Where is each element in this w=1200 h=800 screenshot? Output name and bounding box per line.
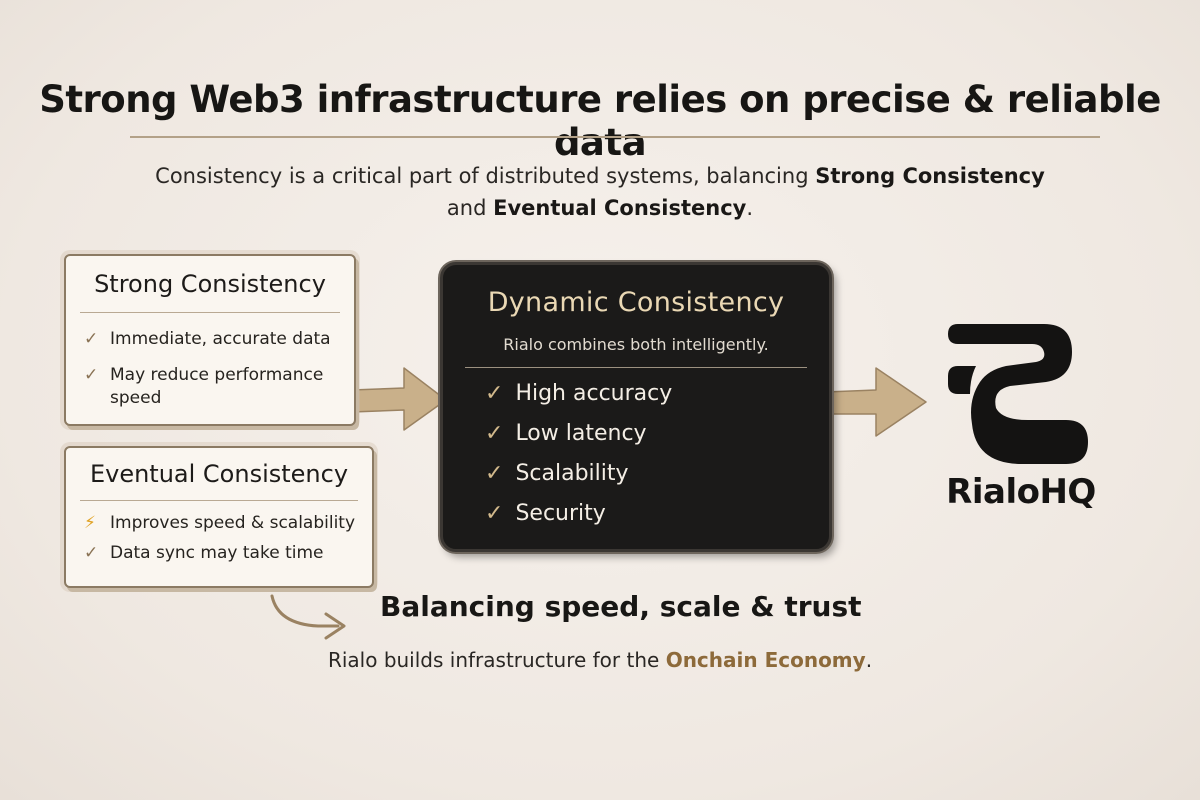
check-icon: ✓	[84, 365, 99, 385]
curved-arrowhead	[324, 612, 346, 640]
footer-suffix: .	[865, 648, 873, 672]
arrow-strong-to-dynamic	[351, 367, 447, 431]
page-title: Strong Web3 infrastructure relies on pre…	[39, 78, 1161, 164]
dynamic-card-divider	[465, 367, 807, 368]
dynamic-item-2-text: Low latency	[515, 421, 647, 446]
dynamic-item-2: ✓ Low latency	[485, 421, 647, 446]
rialo-logo-icon	[948, 324, 1088, 464]
eventual-item-1-text: Improves speed & scalability	[110, 513, 356, 533]
strong-item-2: ✓ May reduce performance speed	[84, 364, 324, 410]
strong-card-title: Strong Consistency	[94, 270, 326, 298]
lightning-icon: ⚡	[84, 513, 96, 533]
strong-item-1-text: Immediate, accurate data	[110, 329, 331, 349]
strong-item-1: ✓ Immediate, accurate data	[84, 328, 344, 351]
footer-highlight: Onchain Economy	[665, 648, 866, 672]
arrow-dynamic-to-brand	[825, 367, 927, 437]
subtitle-line1-text: Consistency is a critical part of distri…	[155, 164, 816, 188]
subtitle-strong-term: Strong Consistency	[815, 164, 1045, 188]
footer-text: Rialo builds infrastructure for the Onch…	[0, 648, 1200, 672]
dynamic-item-1-text: High accuracy	[515, 381, 673, 406]
dynamic-consistency-card: Dynamic Consistency Rialo combines both …	[440, 262, 832, 552]
eventual-item-2: ✓ Data sync may take time	[84, 542, 364, 565]
subtitle-period: .	[746, 196, 754, 220]
dynamic-item-3-text: Scalability	[515, 461, 629, 486]
eventual-item-2-text: Data sync may take time	[110, 543, 324, 563]
strong-item-2-text: May reduce performance speed	[110, 365, 324, 408]
check-icon: ✓	[485, 421, 504, 446]
page-subtitle: Consistency is a critical part of distri…	[0, 160, 1200, 224]
check-icon: ✓	[485, 381, 504, 406]
curved-arrow-icon	[270, 594, 340, 628]
check-icon: ✓	[84, 329, 99, 349]
dynamic-item-4: ✓ Security	[485, 501, 606, 526]
strong-card-divider	[80, 312, 340, 313]
dynamic-item-3: ✓ Scalability	[485, 461, 629, 486]
tagline: Balancing speed, scale & trust	[380, 590, 862, 623]
eventual-consistency-card: Eventual Consistency ⚡ Improves speed & …	[64, 446, 374, 588]
dynamic-card-title: Dynamic Consistency	[487, 287, 785, 318]
brand-name: RialoHQ	[946, 472, 1096, 512]
eventual-card-title: Eventual Consistency	[89, 460, 349, 488]
dynamic-item-1: ✓ High accuracy	[485, 381, 672, 406]
check-icon: ✓	[84, 543, 99, 563]
check-icon: ✓	[485, 501, 504, 526]
subtitle-eventual-term: Eventual Consistency	[493, 196, 747, 220]
title-underline	[130, 136, 1100, 138]
dynamic-item-4-text: Security	[515, 501, 606, 526]
check-icon: ✓	[485, 461, 504, 486]
strong-consistency-card: Strong Consistency ✓ Immediate, accurate…	[64, 254, 356, 426]
dynamic-card-subtitle: Rialo combines both intelligently.	[503, 335, 769, 354]
footer-prefix: Rialo builds infrastructure for the	[327, 648, 666, 672]
subtitle-line2-text: and	[446, 196, 494, 220]
eventual-item-1: ⚡ Improves speed & scalability	[84, 512, 364, 535]
eventual-card-divider	[80, 500, 358, 501]
